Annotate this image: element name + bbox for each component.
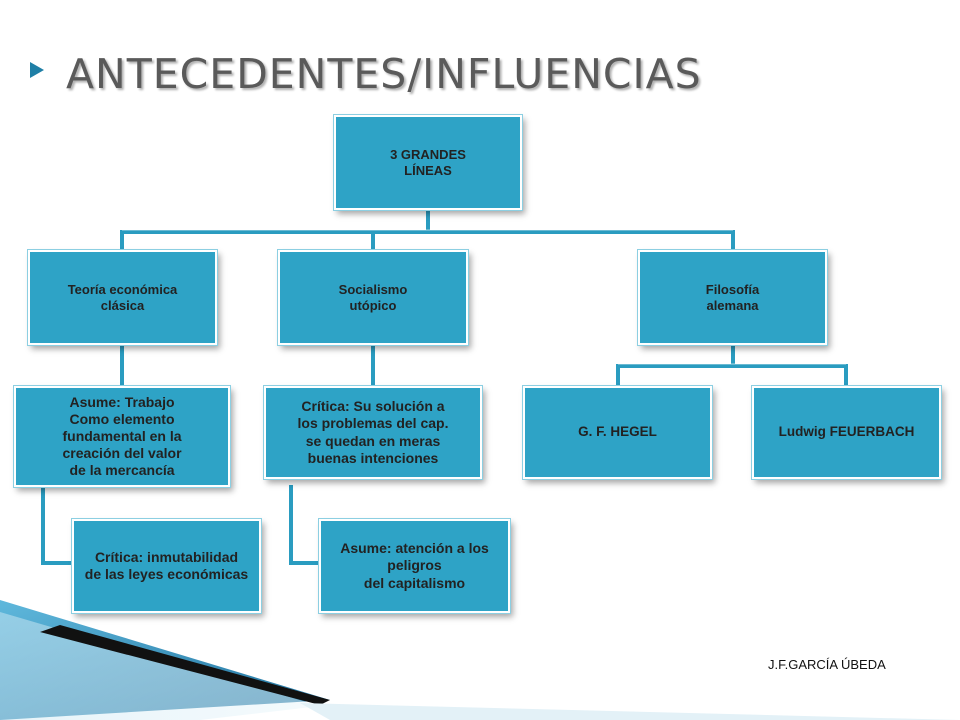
branch-filosofia-node: Filosofía alemana (640, 252, 825, 343)
slide-title: ANTECEDENTES/INFLUENCIAS (66, 50, 702, 98)
root-node: 3 GRANDES LÍNEAS (336, 117, 520, 208)
teoria-asume-label: Asume: Trabajo Como elemento fundamental… (62, 393, 182, 479)
feuerbach-node: Ludwig FEUERBACH (754, 388, 939, 477)
branch-teoria-label: Teoría económica clásica (67, 281, 178, 313)
socialismo-asume-node: Asume: atención a los peligros del capit… (321, 521, 508, 611)
hegel-node: G. F. HEGEL (525, 388, 710, 477)
teoria-asume-node: Asume: Trabajo Como elemento fundamental… (16, 388, 228, 485)
teoria-critica-label: Crítica: inmutabilidad de las leyes econ… (84, 548, 249, 582)
socialismo-critica-label: Crítica: Su solución a los problemas del… (297, 398, 449, 466)
branch-socialismo-label: Socialismo utópico (338, 281, 408, 313)
socialismo-critica-node: Crítica: Su solución a los problemas del… (266, 388, 480, 477)
branch-teoria-node: Teoría económica clásica (30, 252, 215, 343)
author-credit: J.F.GARCÍA ÚBEDA (768, 657, 886, 672)
root-label: 3 GRANDES LÍNEAS (390, 146, 466, 178)
branch-filosofia-label: Filosofía alemana (705, 281, 760, 313)
branch-socialismo-node: Socialismo utópico (280, 252, 466, 343)
feuerbach-label: Ludwig FEUERBACH (778, 424, 915, 440)
teoria-critica-node: Crítica: inmutabilidad de las leyes econ… (74, 521, 259, 611)
socialismo-asume-label: Asume: atención a los peligros del capit… (340, 540, 489, 591)
hegel-label: G. F. HEGEL (578, 424, 657, 440)
